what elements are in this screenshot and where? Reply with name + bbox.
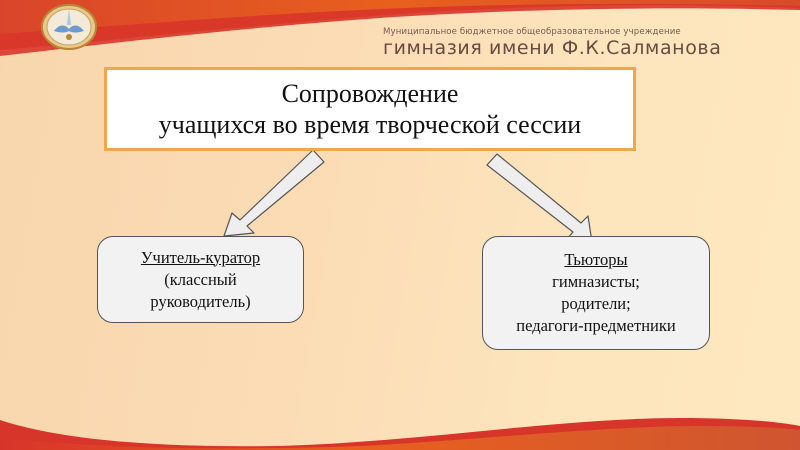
diagram-title-box: Сопровождение учащихся во время творческ…: [104, 67, 636, 151]
org-subtitle: Муниципальное бюджетное общеобразователь…: [383, 27, 681, 37]
node-teacher-curator: Учитель-куратор (классный руководитель): [97, 236, 304, 323]
school-emblem-icon: [41, 4, 97, 50]
node-line: родители;: [561, 294, 631, 313]
arrow-left: [223, 149, 325, 237]
node-heading: Учитель-куратор: [140, 247, 261, 267]
node-tutors: Тьюторы гимназисты; родители; педагоги-п…: [482, 236, 710, 350]
node-line: руководитель): [150, 291, 251, 311]
node-line: гимназисты;: [552, 272, 640, 291]
org-name: гимназия имени Ф.К.Салманова: [383, 37, 722, 59]
node-line: педагоги-предметники: [516, 316, 676, 335]
title-line-2: учащихся во время творческой сессии: [158, 110, 582, 139]
title-line-1: Сопровождение: [281, 79, 459, 108]
footer-banner: [0, 418, 800, 450]
node-heading: Тьюторы: [564, 250, 628, 269]
arrow-right: [486, 153, 593, 243]
header-banner: [0, 0, 800, 56]
node-line: (классный: [164, 269, 237, 289]
